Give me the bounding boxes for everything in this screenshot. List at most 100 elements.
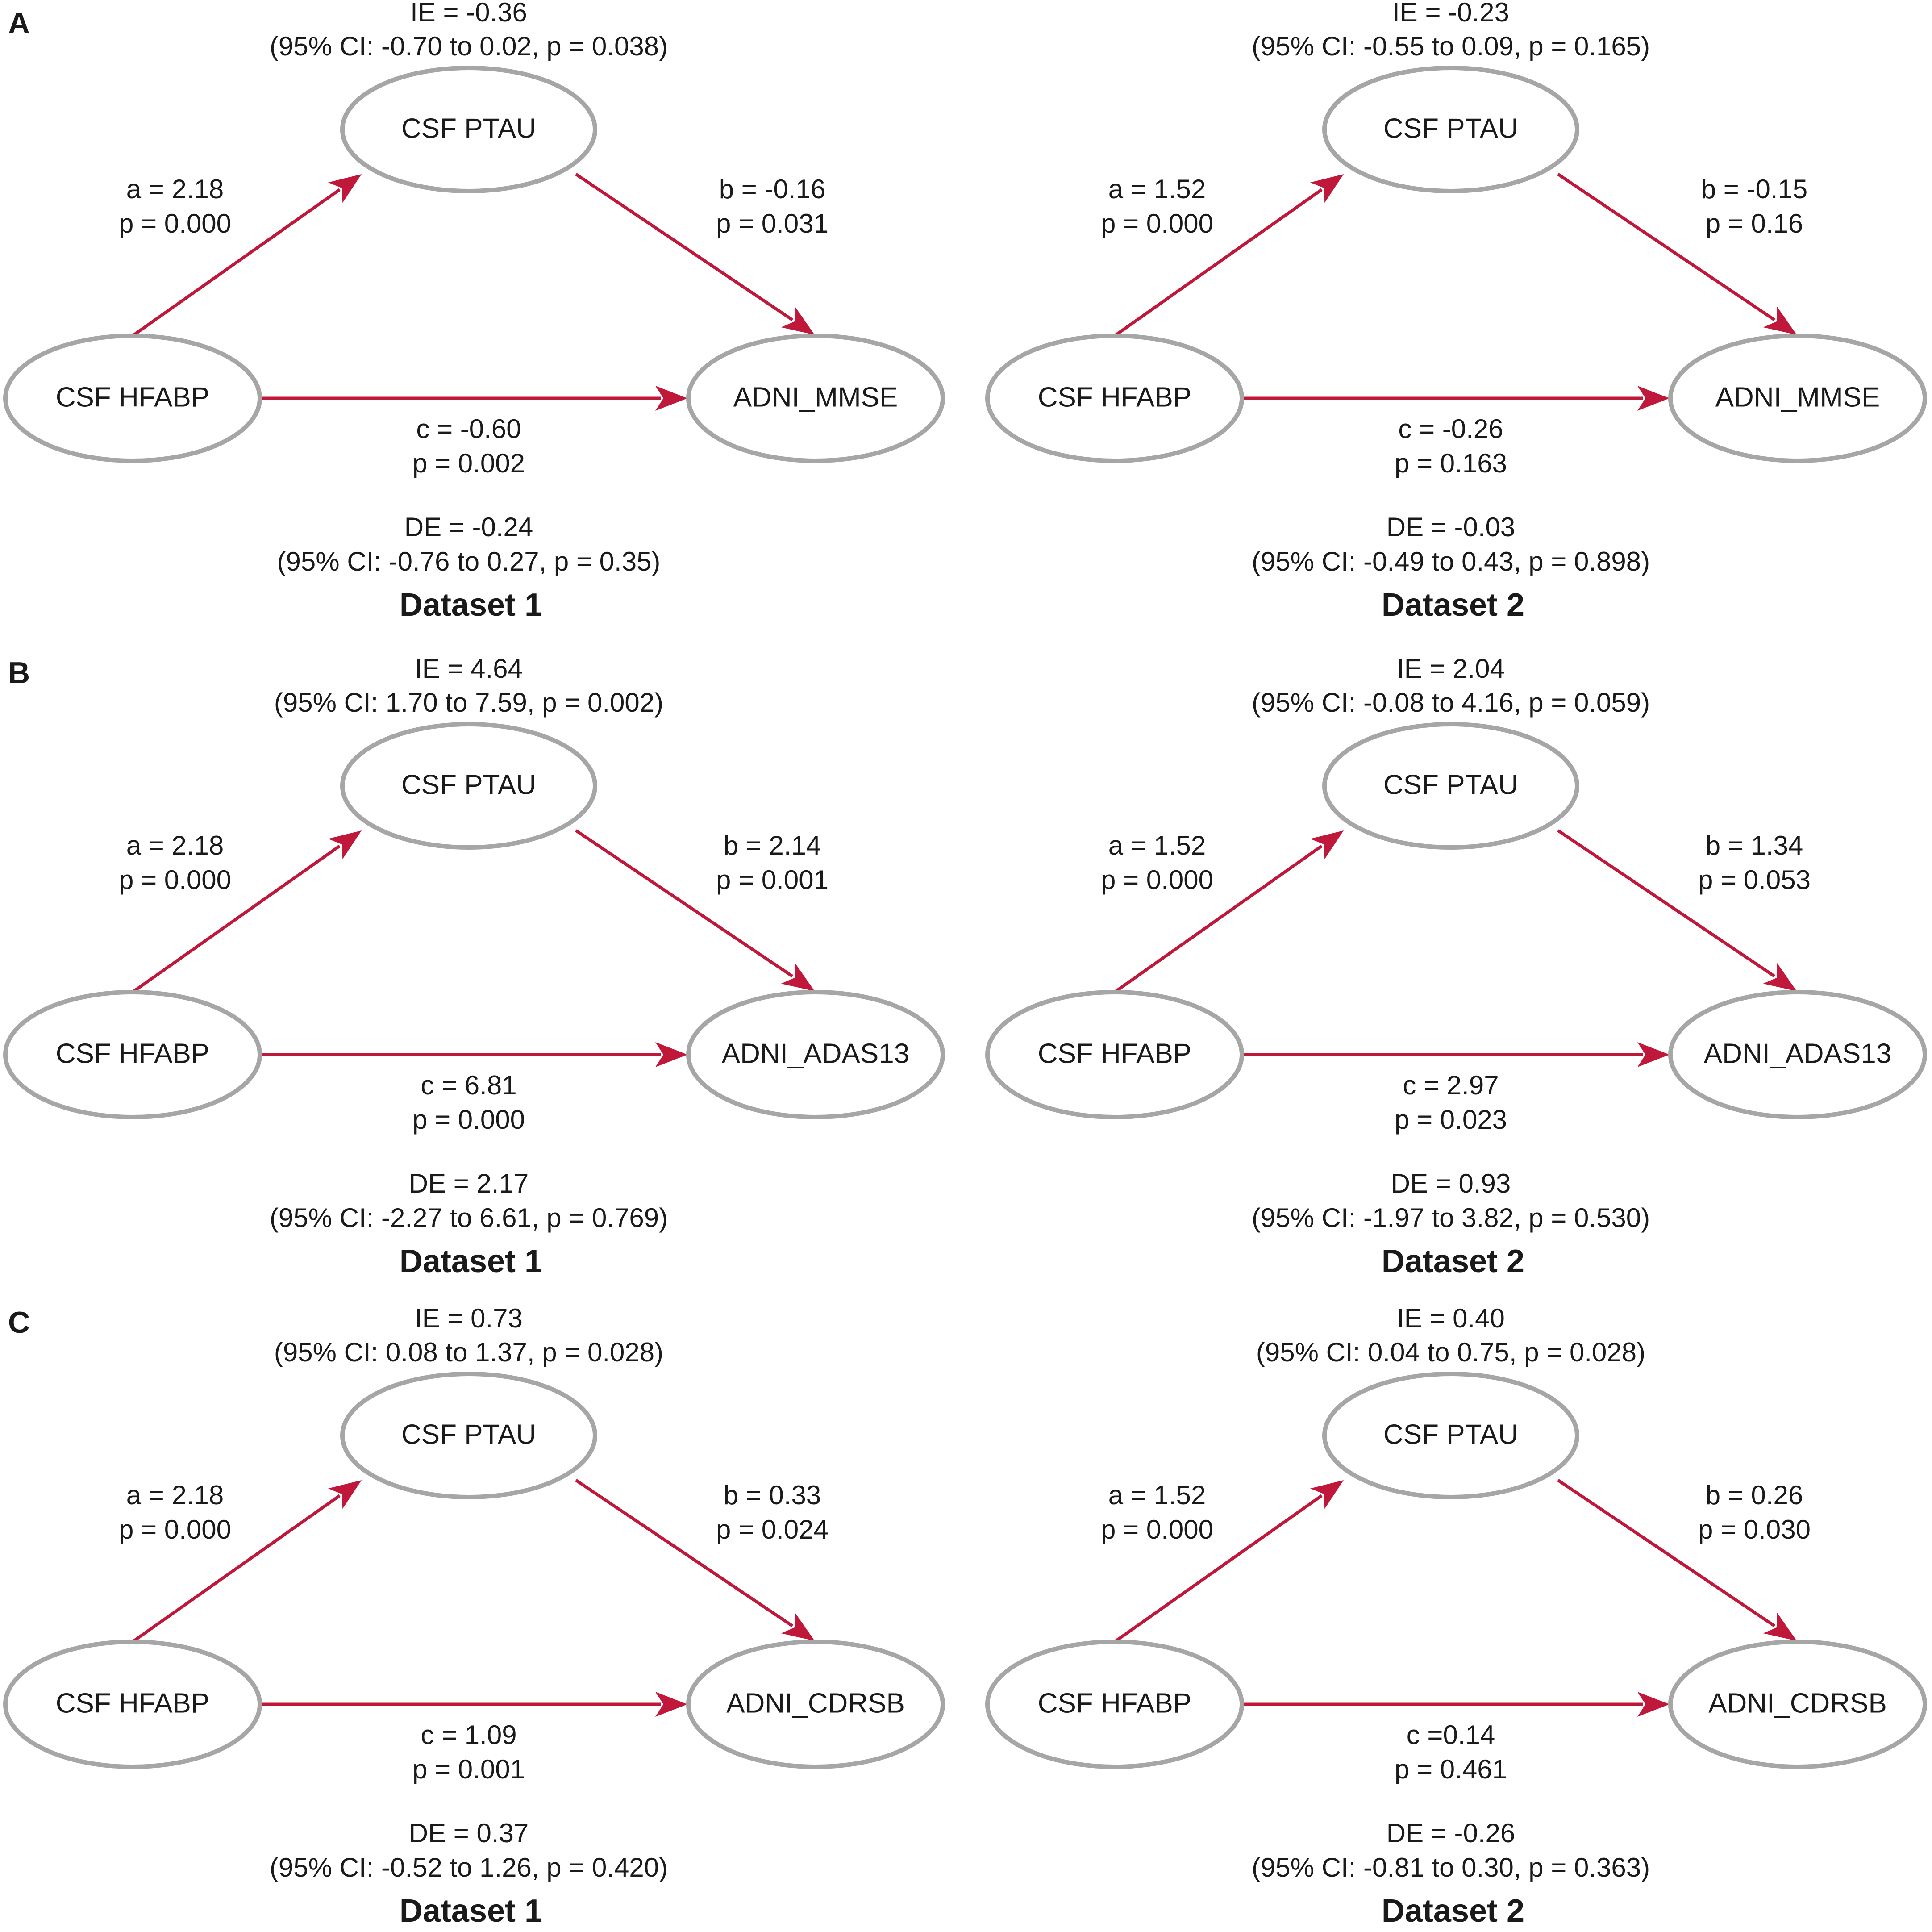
path-c-coefficient: c = -0.60 xyxy=(416,414,521,444)
mediator-node: CSF PTAU xyxy=(1322,1372,1579,1499)
path-a-arrow-head xyxy=(1310,1480,1344,1509)
path-b-pvalue: p = 0.16 xyxy=(1706,209,1803,238)
indirect-effect-ci: (95% CI: 0.04 to 0.75, p = 0.028) xyxy=(1256,1337,1645,1367)
path-a-coefficient: a = 2.18 xyxy=(126,830,224,860)
outcome-node: ADNI_CDRSB xyxy=(1668,1640,1927,1769)
outcome-node: ADNI_CDRSB xyxy=(686,1640,945,1769)
path-b-coefficient: b = -0.16 xyxy=(719,174,826,204)
path-c-pvalue: p = 0.163 xyxy=(1395,448,1507,478)
mediation-diagram: CSF PTAU CSF HFABP ADNI_ADAS13 IE = 4.64 (95… xyxy=(3,654,945,1279)
indirect-effect-ci: (95% CI: -0.70 to 0.02, p = 0.038) xyxy=(270,31,668,61)
outcome-node-label: ADNI_MMSE xyxy=(733,382,898,413)
mediator-node-label: CSF PTAU xyxy=(1383,113,1518,144)
direct-effect-label: DE = -0.26 xyxy=(1387,1818,1516,1848)
outcome-node-label: ADNI_CDRSB xyxy=(1708,1688,1887,1719)
outcome-node-label: ADNI_MMSE xyxy=(1715,382,1880,413)
path-c-coefficient: c =0.14 xyxy=(1407,1720,1495,1750)
mediator-node: CSF PTAU xyxy=(1322,66,1579,193)
path-b-coefficient: b = 0.26 xyxy=(1706,1480,1803,1510)
indirect-effect-ci: (95% CI: 1.70 to 7.59, p = 0.002) xyxy=(274,688,663,718)
outcome-node-label: ADNI_ADAS13 xyxy=(1704,1038,1891,1069)
path-a-coefficient: a = 1.52 xyxy=(1108,1480,1206,1510)
path-c-arrow xyxy=(1243,1692,1670,1717)
path-c-arrow xyxy=(261,1692,687,1717)
path-c-arrow-head xyxy=(1637,386,1670,411)
path-b-pvalue: p = 0.030 xyxy=(1698,1515,1811,1544)
path-a-arrow-head xyxy=(328,830,362,860)
outcome-node-shape xyxy=(1668,990,1927,1119)
outcome-node-shape xyxy=(686,1640,945,1769)
predictor-node: CSF HFABP xyxy=(985,1640,1244,1769)
path-c-arrow-head xyxy=(655,1042,687,1067)
dataset-title: Dataset 1 xyxy=(400,1893,542,1929)
path-a-arrow-line xyxy=(131,844,341,993)
path-b-arrow-head xyxy=(781,306,815,335)
path-b-arrow xyxy=(1557,1479,1797,1641)
path-b-arrow-head xyxy=(1763,1612,1797,1641)
dataset-title: Dataset 2 xyxy=(1382,1243,1524,1279)
predictor-node-label: CSF HFABP xyxy=(1038,1038,1192,1069)
predictor-node-label: CSF HFABP xyxy=(56,1038,210,1069)
path-b-pvalue: p = 0.001 xyxy=(716,865,829,895)
path-b-arrow-head xyxy=(781,963,815,991)
indirect-effect-ci: (95% CI: -0.55 to 0.09, p = 0.165) xyxy=(1252,31,1650,61)
path-a-coefficient: a = 1.52 xyxy=(1108,830,1206,860)
direct-effect-label: DE = -0.24 xyxy=(404,512,533,542)
dataset-title: Dataset 2 xyxy=(1382,587,1524,623)
path-c-pvalue: p = 0.461 xyxy=(1395,1754,1507,1784)
outcome-node-label: ADNI_CDRSB xyxy=(726,1688,905,1719)
direct-effect-label: DE = 2.17 xyxy=(409,1168,529,1198)
path-c-pvalue: p = 0.000 xyxy=(412,1105,525,1135)
predictor-node-shape xyxy=(985,1640,1244,1769)
path-c-pvalue: p = 0.002 xyxy=(412,448,525,478)
direct-effect-label: DE = -0.03 xyxy=(1387,512,1516,542)
path-b-arrow xyxy=(575,829,815,991)
path-a-arrow xyxy=(131,174,362,337)
panel-letter: C xyxy=(8,1306,30,1339)
mediator-node-shape xyxy=(1322,1372,1579,1499)
indirect-effect-label: IE = -0.36 xyxy=(410,0,527,27)
path-b-arrow xyxy=(575,173,815,335)
path-a-arrow xyxy=(131,1480,362,1643)
mediator-node-shape xyxy=(340,722,597,850)
predictor-node-label: CSF HFABP xyxy=(1038,382,1192,413)
indirect-effect-label: IE = 4.64 xyxy=(415,654,523,684)
mediator-node-label: CSF PTAU xyxy=(401,769,536,800)
path-b-pvalue: p = 0.053 xyxy=(1698,865,1811,895)
predictor-node-label: CSF HFABP xyxy=(1038,1688,1192,1719)
predictor-node-shape xyxy=(3,990,262,1119)
path-a-pvalue: p = 0.000 xyxy=(1101,209,1213,238)
path-a-arrow xyxy=(1113,1480,1344,1643)
path-b-arrow-line xyxy=(1557,1479,1776,1627)
mediator-node: CSF PTAU xyxy=(340,66,597,193)
path-b-arrow-head xyxy=(781,1612,815,1641)
path-a-coefficient: a = 2.18 xyxy=(126,174,224,204)
path-a-arrow-head xyxy=(1310,830,1344,860)
outcome-node: ADNI_ADAS13 xyxy=(686,990,945,1119)
outcome-node-shape xyxy=(686,334,945,463)
path-b-arrow-line xyxy=(575,829,794,978)
mediator-node-label: CSF PTAU xyxy=(1383,1419,1518,1450)
path-b-arrow-line xyxy=(575,173,794,321)
path-a-arrow-line xyxy=(1113,188,1323,337)
direct-effect-ci: (95% CI: -1.97 to 3.82, p = 0.530) xyxy=(1252,1203,1650,1233)
path-a-pvalue: p = 0.000 xyxy=(1101,1515,1213,1544)
path-b-arrow xyxy=(1557,173,1797,335)
mediator-node-label: CSF PTAU xyxy=(401,1419,536,1450)
mediator-node-shape xyxy=(340,66,597,193)
path-c-arrow-head xyxy=(1637,1692,1670,1717)
dataset-title: Dataset 2 xyxy=(1382,1893,1524,1929)
path-c-arrow xyxy=(1243,1042,1670,1067)
path-c-coefficient: c = 6.81 xyxy=(421,1070,516,1100)
mediator-node-label: CSF PTAU xyxy=(401,113,536,144)
path-a-arrow-head xyxy=(1310,174,1344,203)
indirect-effect-ci: (95% CI: 0.08 to 1.37, p = 0.028) xyxy=(274,1337,663,1367)
predictor-node-shape xyxy=(3,334,262,463)
dataset-title: Dataset 1 xyxy=(400,587,542,623)
